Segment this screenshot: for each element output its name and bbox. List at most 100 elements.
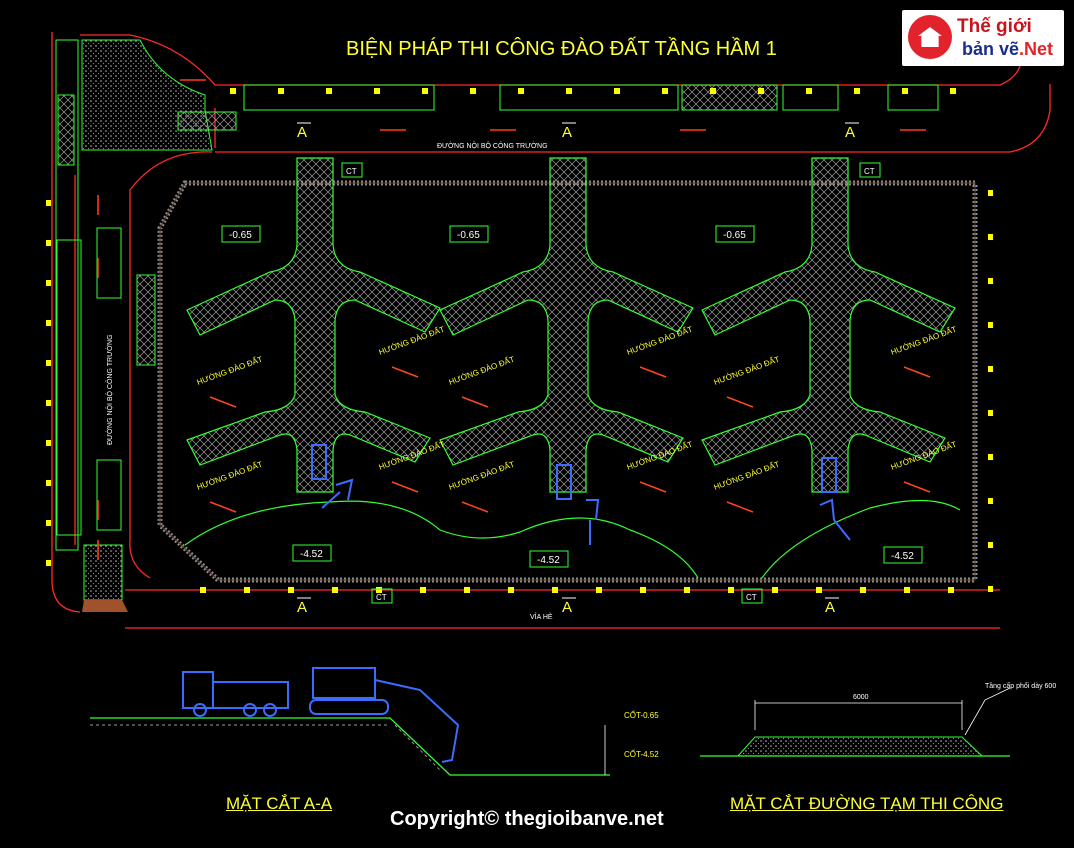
- road-section-width: 6000: [853, 694, 869, 701]
- ramp-system-3: [701, 157, 956, 493]
- marker-right: [988, 542, 993, 548]
- ct-label-3: CT: [376, 593, 387, 602]
- road-section-note: Tầng cấp phối dày 600: [985, 681, 1056, 690]
- marker-right: [988, 498, 993, 504]
- excavation-ramps: [186, 157, 956, 493]
- drawing-title: BIỆN PHÁP THI CÔNG ĐÀO ĐẤT TẦNG HẦM 1: [346, 38, 777, 60]
- marker-top: [806, 88, 812, 94]
- direction-label-11: HƯỚNG ĐÀO ĐẤT: [712, 459, 781, 492]
- marker-top: [230, 88, 236, 94]
- ct-labels: CT CT CT CT: [341, 162, 881, 604]
- marker-bottom: [948, 587, 954, 593]
- marker-bottom: [200, 587, 206, 593]
- section-aa-title: MẶT CẮT A-A: [226, 794, 333, 813]
- excavation-pit: [157, 180, 978, 583]
- ramp-system-2: [439, 157, 694, 493]
- marker-top: [374, 88, 380, 94]
- marker-bottom: [596, 587, 602, 593]
- marker-left: [46, 200, 51, 206]
- direction-label-5: HƯỚNG ĐÀO ĐẤT: [712, 354, 781, 387]
- marker-left: [46, 320, 51, 326]
- direction-arrow: [639, 366, 667, 378]
- marker-bottom: [332, 587, 338, 593]
- marker-left: [46, 240, 51, 246]
- direction-label-3: HƯỚNG ĐÀO ĐẤT: [447, 354, 516, 387]
- logo-line-2a: bản vẽ: [962, 39, 1020, 59]
- marker-bottom: [904, 587, 910, 593]
- direction-label-6: HƯỚNG ĐÀO ĐẤT: [889, 324, 958, 357]
- marker-right: [988, 366, 993, 372]
- marker-left: [46, 480, 51, 486]
- level-lower-1: -4.52: [300, 549, 323, 560]
- direction-label-7: HƯỚNG ĐÀO ĐẤT: [195, 459, 264, 492]
- house-icon: [908, 15, 952, 59]
- marker-right: [988, 410, 993, 416]
- marker-left: [46, 400, 51, 406]
- level-upper-3: -0.65: [723, 230, 746, 241]
- copyright-text: Copyright© thegioibanve.net: [390, 808, 664, 830]
- level-upper-2: -0.65: [457, 230, 480, 241]
- direction-label-9: HƯỚNG ĐÀO ĐẤT: [447, 459, 516, 492]
- direction-arrow: [726, 396, 754, 408]
- marker-left: [46, 360, 51, 366]
- marker-left: [46, 440, 51, 446]
- marker-bottom: [464, 587, 470, 593]
- ramp-shape: [186, 157, 441, 493]
- direction-arrow: [639, 481, 667, 493]
- direction-label-8: HƯỚNG ĐÀO ĐẤT: [377, 439, 446, 472]
- level-lower-2: -4.52: [537, 555, 560, 566]
- direction-arrow: [391, 481, 419, 493]
- direction-arrow: [461, 396, 489, 408]
- direction-arrow: [209, 501, 237, 513]
- marker-bottom: [640, 587, 646, 593]
- marker-top: [662, 88, 668, 94]
- road-left-label: ĐƯỜNG NỘI BỘ CÔNG TRƯỜNG: [105, 334, 114, 445]
- section-marker-1: A: [297, 124, 307, 141]
- marker-top: [710, 88, 716, 94]
- marker-right: [988, 234, 993, 240]
- marker-top: [950, 88, 956, 94]
- left-storage-column: [55, 39, 156, 551]
- section-aa-drawing: [90, 667, 610, 776]
- marker-bottom: [684, 587, 690, 593]
- excavators: [311, 444, 851, 545]
- marker-top: [566, 88, 572, 94]
- marker-top: [326, 88, 332, 94]
- marker-right: [988, 322, 993, 328]
- level-lower-3: -4.52: [891, 551, 914, 562]
- marker-top: [518, 88, 524, 94]
- marker-bottom: [288, 587, 294, 593]
- section-marker-4: A: [297, 599, 307, 616]
- direction-arrow: [391, 366, 419, 378]
- marker-right: [988, 454, 993, 460]
- section-road-title: MẶT CẮT ĐƯỜNG TẠM THI CÔNG: [730, 794, 1004, 813]
- direction-label-4: HƯỚNG ĐÀO ĐẤT: [625, 324, 694, 357]
- section-road-drawing: [700, 687, 1011, 757]
- traffic-arrows: [97, 79, 926, 560]
- marker-bottom: [244, 587, 250, 593]
- road-bottom-label: VỈA HÈ: [530, 612, 553, 621]
- site-logo[interactable]: Thế giới bản vẽ.Net: [902, 10, 1064, 66]
- marker-top: [470, 88, 476, 94]
- logo-line-1: Thế giới: [957, 16, 1032, 37]
- marker-right: [988, 586, 993, 592]
- ramp-system-1: [186, 157, 441, 493]
- marker-right: [988, 278, 993, 284]
- marker-top: [758, 88, 764, 94]
- level-upper-1: -0.65: [229, 230, 252, 241]
- boundary-markers: [46, 88, 993, 593]
- marker-top: [278, 88, 284, 94]
- level-labels-upper: -0.65 -0.65 -0.65: [221, 225, 755, 243]
- marker-bottom: [860, 587, 866, 593]
- direction-label-12: HƯỚNG ĐÀO ĐẤT: [889, 439, 958, 472]
- slope-line: [184, 499, 961, 579]
- ct-label-4: CT: [746, 593, 757, 602]
- marker-right: [988, 190, 993, 196]
- ct-label-2: CT: [864, 167, 875, 176]
- ramp-shape: [439, 157, 694, 493]
- marker-bottom: [420, 587, 426, 593]
